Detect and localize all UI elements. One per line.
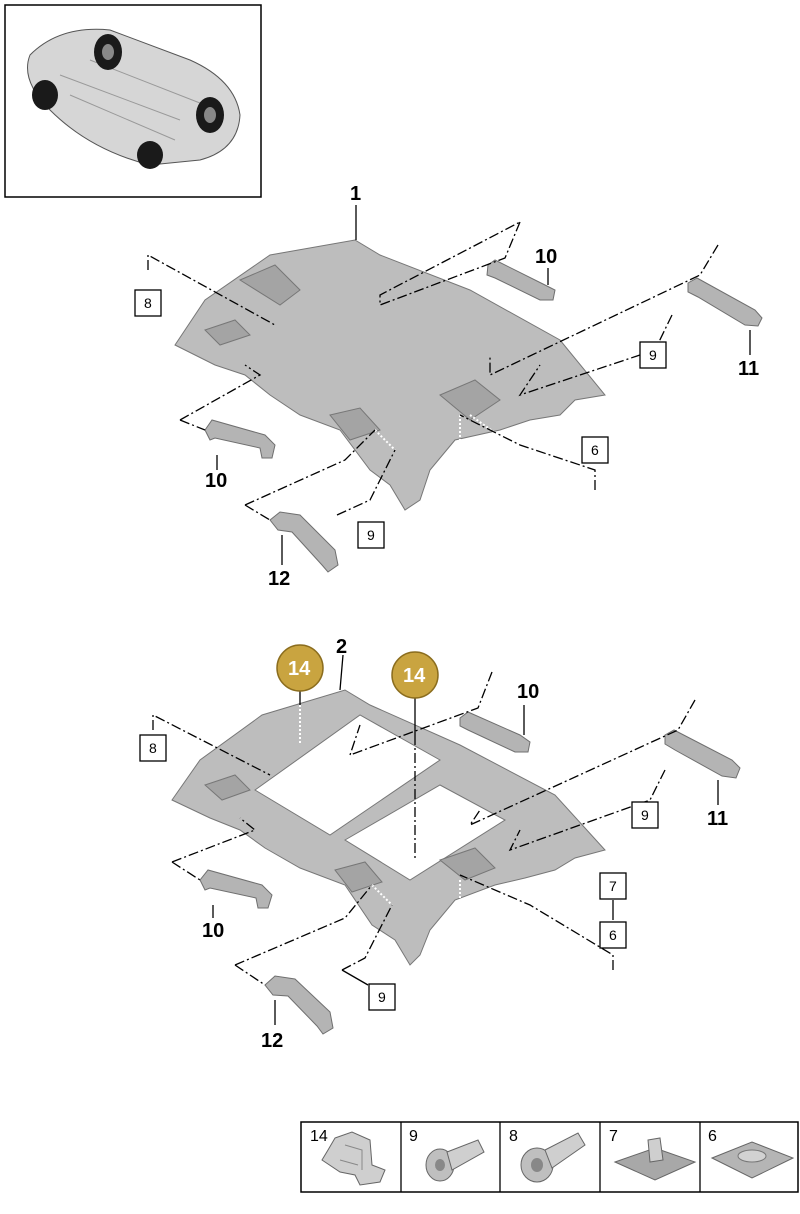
box-9-bottom-bottom: 9 [368, 983, 396, 1011]
callout-1: 1 [350, 183, 361, 205]
svg-text:6: 6 [609, 927, 617, 943]
headliner-assembly-1 [174, 239, 606, 511]
grab-handle-12-top-left [269, 511, 339, 573]
clip-pad-icon [613, 1137, 697, 1181]
leader-lines-bottom [152, 654, 719, 1025]
svg-text:8: 8 [149, 740, 157, 756]
svg-text:9: 9 [641, 807, 649, 823]
adhesive-pad-icon [710, 1141, 795, 1179]
legend-cell-6: 6 [708, 1128, 795, 1179]
box-6-top: 6 [581, 436, 609, 464]
callout-10-top-right: 10 [535, 246, 557, 268]
callout-10-bottom-left: 10 [202, 920, 224, 942]
leader-lines-top [147, 205, 751, 565]
svg-text:8: 8 [144, 295, 152, 311]
box-9-top-bottom: 9 [357, 521, 385, 549]
svg-text:7: 7 [609, 878, 617, 894]
sunroof-opening-rear [344, 784, 506, 881]
grab-handle-10-bottom-right [459, 711, 531, 753]
box-7-bottom: 7 [599, 872, 627, 900]
svg-text:6: 6 [708, 1128, 717, 1145]
svg-text:9: 9 [367, 527, 375, 543]
headliner-assembly-2 [171, 689, 606, 966]
callout-10-bottom-right: 10 [517, 681, 539, 703]
fastener-legend: 14 9 8 7 [300, 1121, 799, 1193]
grab-handle-10-top-right [486, 259, 556, 301]
svg-text:6: 6 [591, 442, 599, 458]
callout-11-top: 11 [738, 358, 759, 380]
legend-cell-9: 9 [409, 1128, 485, 1182]
box-6-bottom: 6 [599, 921, 627, 949]
callout-2: 2 [336, 636, 347, 658]
svg-text:9: 9 [409, 1128, 418, 1145]
callout-10-top-left: 10 [205, 470, 227, 492]
car-underbody-icon [27, 28, 241, 169]
svg-text:14: 14 [310, 1128, 328, 1145]
box-9-top-right: 9 [639, 341, 667, 369]
svg-text:9: 9 [649, 347, 657, 363]
callout-12-top: 12 [268, 568, 290, 590]
box-9-bottom-right: 9 [631, 801, 659, 829]
screw-icon [425, 1139, 485, 1182]
callout-11-bottom: 11 [707, 808, 728, 830]
legend-cell-14: 14 [310, 1128, 386, 1186]
svg-text:14: 14 [403, 665, 426, 687]
bolt-icon [520, 1132, 586, 1183]
clip-icon [321, 1131, 386, 1186]
legend-cell-7: 7 [609, 1128, 697, 1181]
svg-text:7: 7 [609, 1128, 618, 1145]
grab-handle-10-bottom-left [199, 869, 273, 909]
legend-cell-8: 8 [509, 1128, 586, 1183]
grab-handle-11-bottom-right [664, 729, 741, 779]
svg-text:9: 9 [378, 989, 386, 1005]
callout-12-bottom: 12 [261, 1030, 283, 1052]
badge-14-left: 14 [276, 644, 324, 692]
box-8-top: 8 [134, 289, 162, 317]
grab-handle-10-top-left [204, 419, 276, 459]
svg-text:14: 14 [288, 658, 311, 680]
grab-handle-11-top-right [687, 277, 763, 327]
box-8-bottom: 8 [139, 734, 167, 762]
sunroof-opening-front [254, 714, 441, 836]
svg-text:8: 8 [509, 1128, 518, 1145]
badge-14-right: 14 [391, 651, 439, 699]
headliner-panel-1 [174, 239, 606, 511]
vehicle-thumbnail [4, 4, 262, 198]
grab-handle-12-bottom-left [264, 975, 334, 1035]
